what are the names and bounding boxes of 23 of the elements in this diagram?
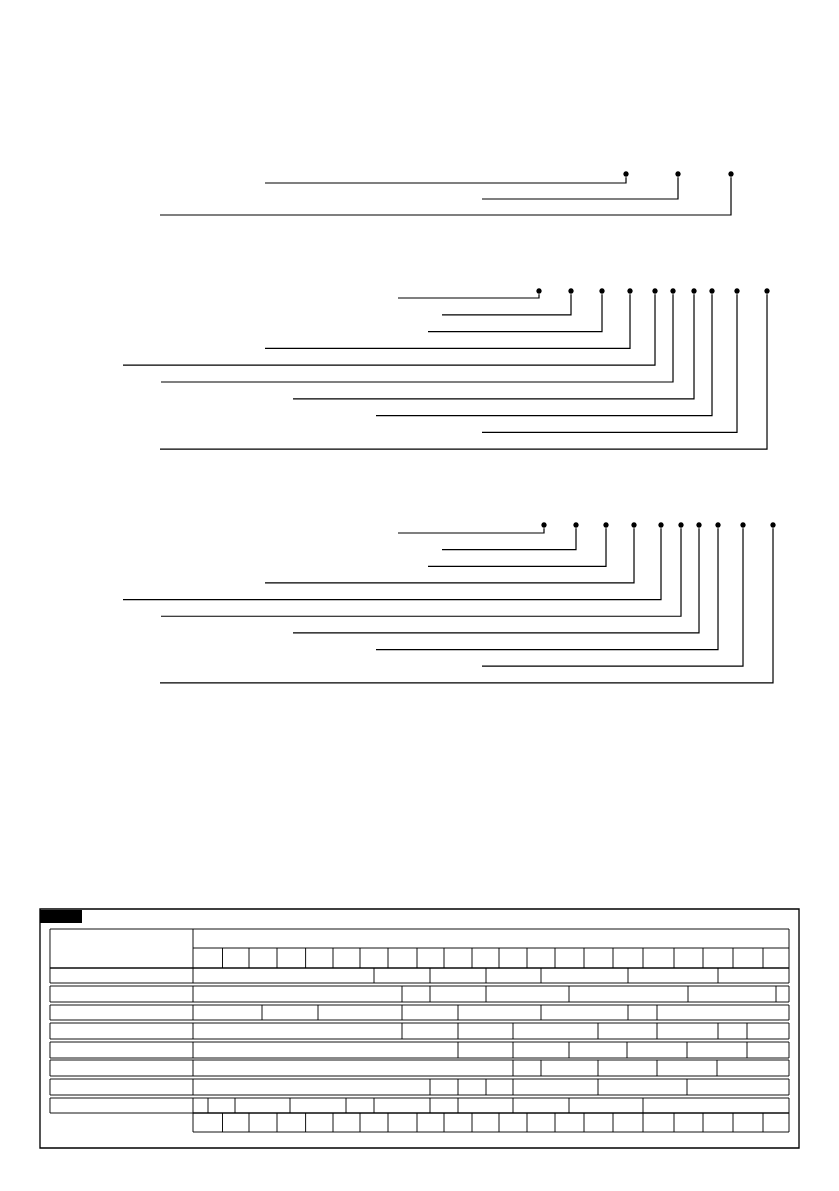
leader-line bbox=[160, 293, 674, 383]
leader-line bbox=[427, 293, 603, 333]
leader-line bbox=[481, 293, 738, 433]
leader-line bbox=[264, 293, 631, 349]
leader-line bbox=[122, 527, 662, 601]
leader-line bbox=[160, 527, 682, 617]
leader-line bbox=[292, 527, 700, 634]
leader-line bbox=[397, 293, 540, 299]
leader-line bbox=[397, 527, 545, 534]
leader-line bbox=[441, 527, 577, 551]
leader-line bbox=[159, 293, 768, 450]
leader-line bbox=[427, 527, 607, 567]
leader-line bbox=[441, 293, 572, 316]
leader-line bbox=[264, 527, 635, 584]
leader-line bbox=[264, 176, 627, 184]
leader-line bbox=[122, 293, 656, 366]
leader-line bbox=[375, 527, 719, 651]
leader-line bbox=[481, 176, 679, 200]
leader-line bbox=[159, 176, 732, 216]
leader-line bbox=[159, 527, 774, 684]
leader-line bbox=[481, 527, 744, 667]
leader-line bbox=[292, 293, 695, 400]
leader-line bbox=[375, 293, 713, 417]
